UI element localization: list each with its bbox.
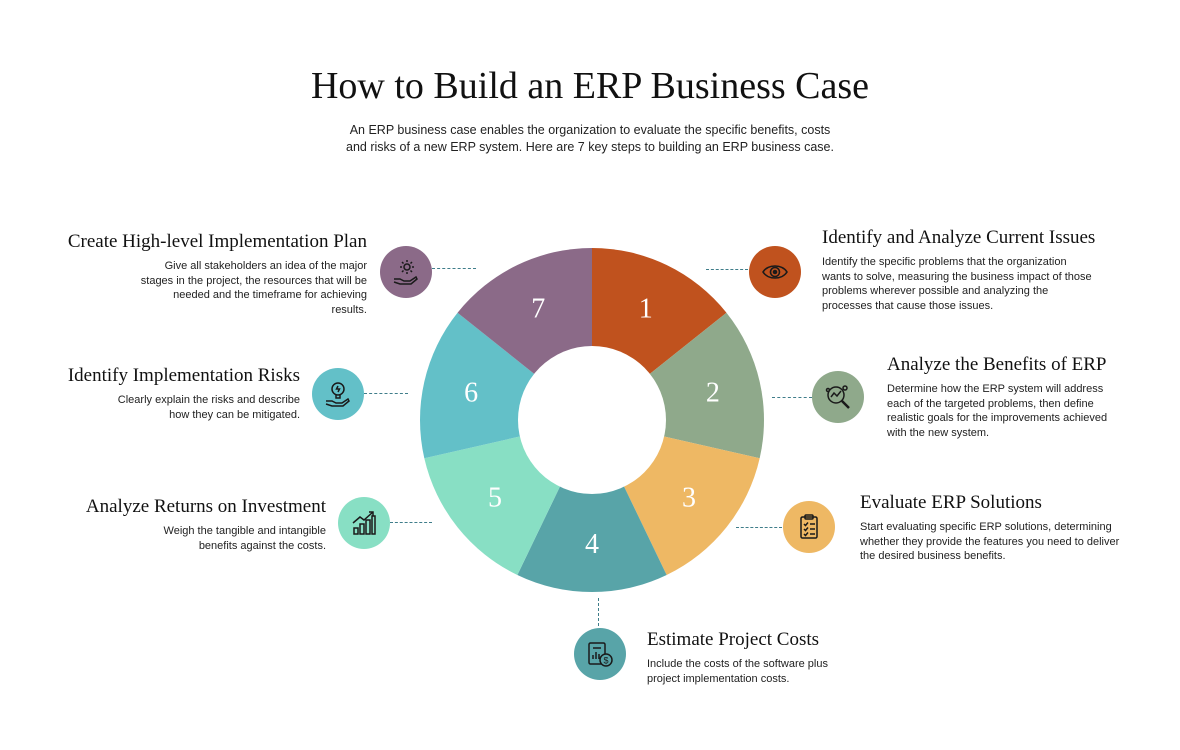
- wheel-number-5: 5: [488, 482, 502, 513]
- step-2-text: Determine how the ERP system will addres…: [887, 383, 1108, 439]
- step-4: Estimate Project Costs Include the costs…: [647, 629, 847, 686]
- growth-chart-icon: [352, 511, 376, 535]
- wheel-segment-4: [517, 420, 667, 593]
- step-5-heading: Analyze Returns on Investment: [85, 496, 326, 517]
- step-6-heading: Identify Implementation Risks: [67, 365, 300, 386]
- wheel-number-2: 2: [706, 377, 720, 408]
- step-5-icon-badge: [338, 497, 390, 549]
- wheel-number-1: 1: [639, 293, 653, 324]
- eye-icon: [762, 265, 788, 279]
- step-2: Analyze the Benefits of ERP Determine ho…: [887, 354, 1117, 440]
- connector-2: [772, 397, 812, 398]
- step-3-icon-badge: [783, 501, 835, 553]
- connector-6: [364, 393, 408, 394]
- connector-3: [736, 527, 782, 528]
- analysis-magnifier-icon: [825, 385, 850, 409]
- step-6-icon-badge: [312, 368, 364, 420]
- step-7: Create High-level Implementation Plan Gi…: [20, 231, 367, 317]
- wheel-number-3: 3: [682, 482, 696, 513]
- connector-5: [390, 522, 432, 523]
- lightbulb-hand-icon: [325, 382, 350, 407]
- wheel-number-7: 7: [531, 293, 545, 324]
- cost-report-icon: $: [588, 642, 613, 667]
- step-1: Identify and Analyze Current Issues Iden…: [822, 227, 1096, 313]
- step-2-heading: Analyze the Benefits of ERP: [887, 354, 1107, 375]
- step-7-text: Give all stakeholders an idea of the maj…: [140, 260, 367, 316]
- step-1-heading: Identify and Analyze Current Issues: [822, 227, 1096, 248]
- wheel-number-6: 6: [464, 377, 478, 408]
- step-4-heading: Estimate Project Costs: [647, 629, 820, 650]
- step-3-heading: Evaluate ERP Solutions: [860, 492, 1042, 513]
- step-3: Evaluate ERP Solutions Start evaluating …: [860, 492, 1120, 564]
- connector-7: [432, 268, 476, 269]
- step-6: Identify Implementation Risks Clearly ex…: [40, 365, 300, 422]
- step-4-icon-badge: $: [574, 628, 626, 680]
- step-5: Analyze Returns on Investment Weigh the …: [60, 496, 326, 553]
- step-4-text: Include the costs of the software plus p…: [647, 658, 828, 685]
- page-subtitle: An ERP business case enables the organiz…: [346, 123, 834, 154]
- checklist-clipboard-icon: [800, 514, 818, 539]
- wheel-center-hole: [518, 346, 666, 494]
- connector-1: [706, 269, 748, 270]
- step-6-text: Clearly explain the risks and describe h…: [117, 394, 300, 421]
- step-2-icon-badge: [812, 371, 864, 423]
- gear-hand-icon: [393, 260, 418, 285]
- wheel-number-4: 4: [585, 529, 599, 560]
- step-7-icon-badge: [380, 246, 432, 298]
- step-1-text: Identify the specific problems that the …: [822, 256, 1092, 312]
- step-1-icon-badge: [749, 246, 801, 298]
- svg-text:$: $: [603, 656, 608, 666]
- connector-4: [598, 598, 599, 626]
- page-title: How to Build an ERP Business Case: [310, 65, 870, 107]
- step-5-text: Weigh the tangible and intangible benefi…: [163, 525, 326, 552]
- step-3-text: Start evaluating specific ERP solutions,…: [860, 521, 1120, 562]
- step-7-heading: Create High-level Implementation Plan: [67, 231, 367, 252]
